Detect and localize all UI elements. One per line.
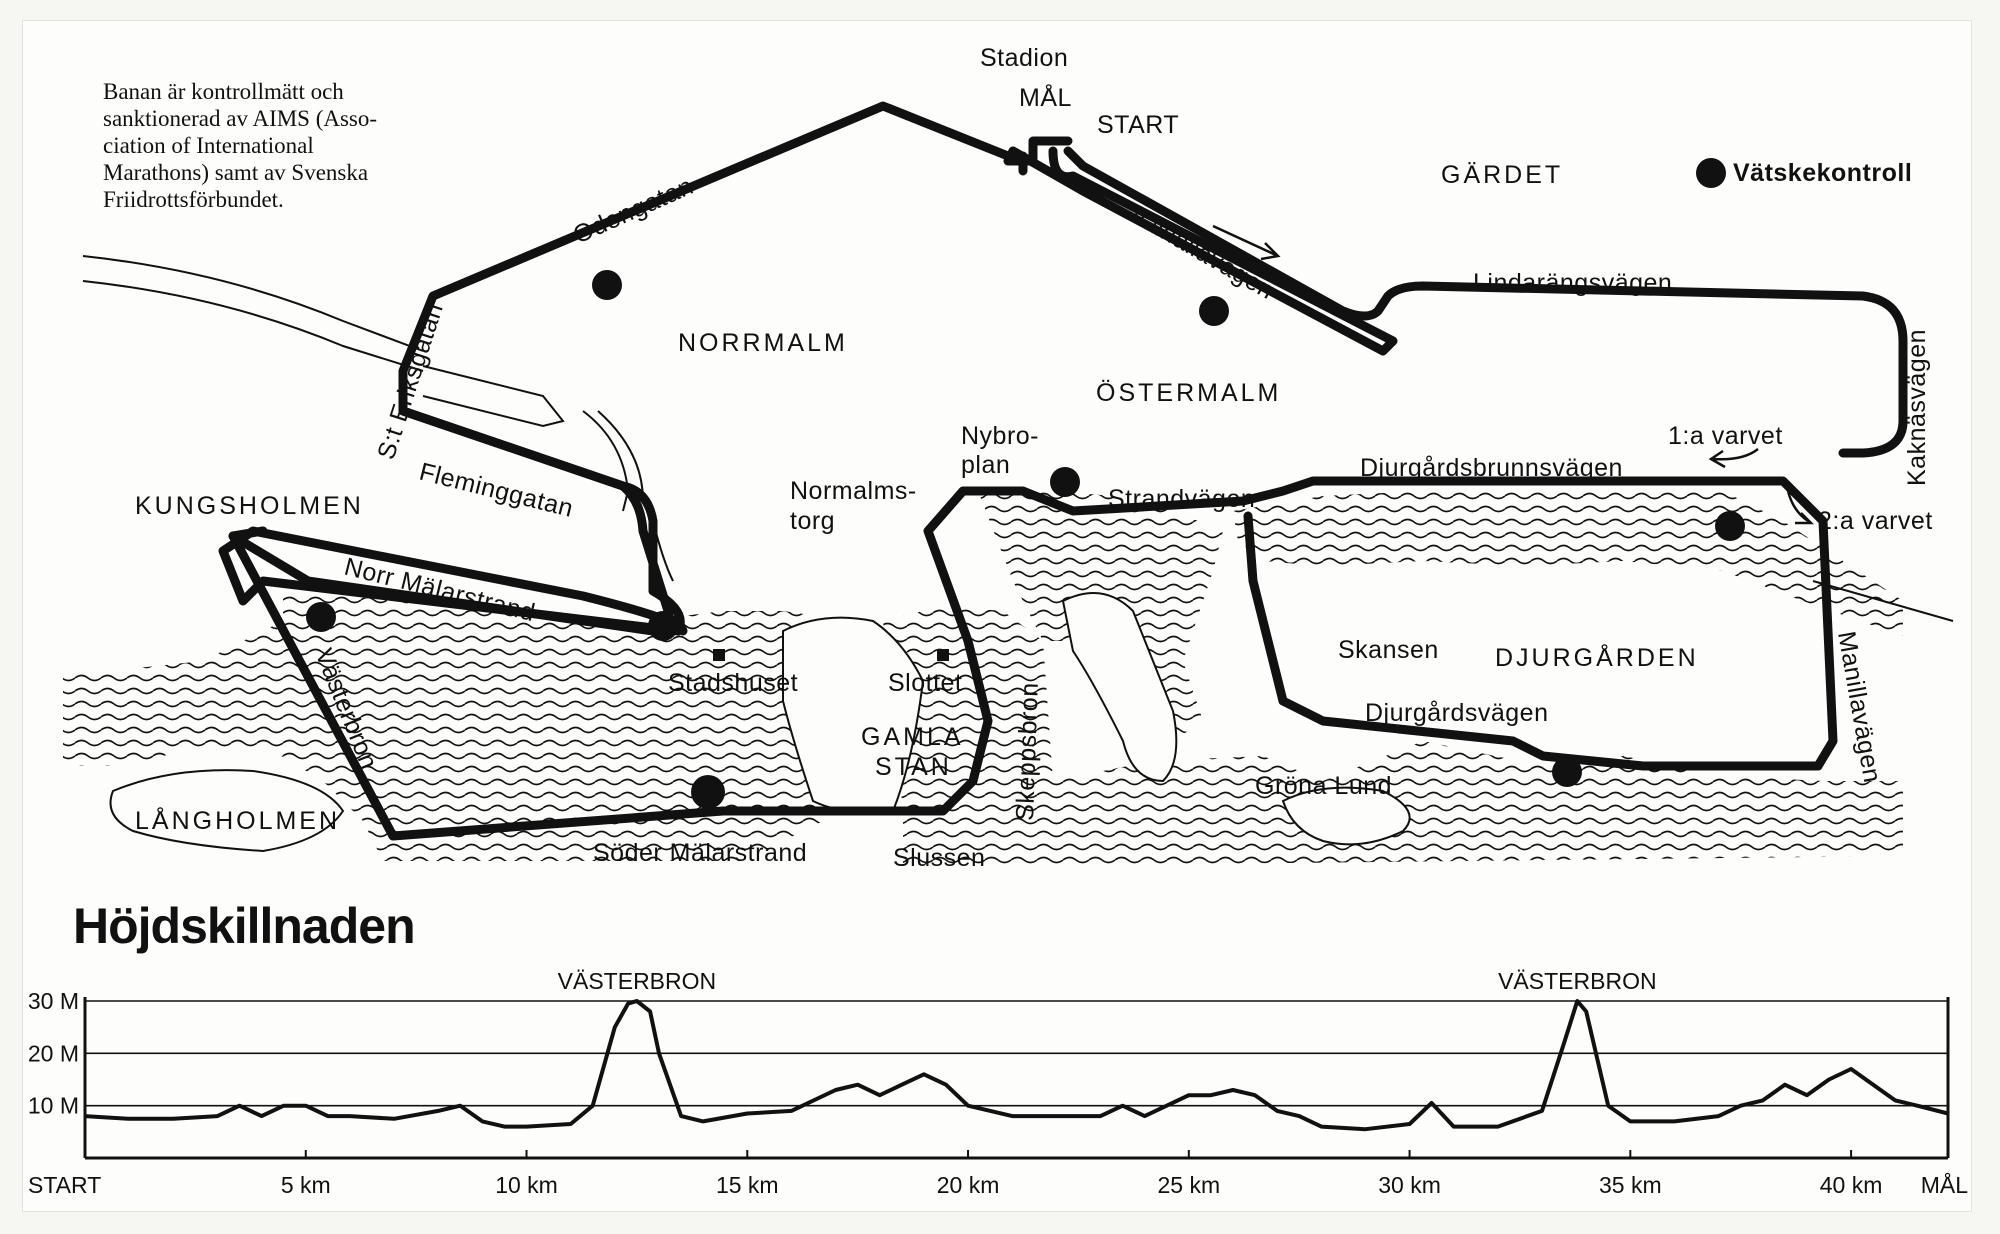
street-lindarangsvagen: Lindarängsvägen [1473, 269, 1672, 297]
y-tick-label: 20 M [28, 1040, 79, 1066]
djurgardsbrunn-water [1233, 486, 1903, 636]
lap1-label: 1:a varvet [1668, 422, 1783, 450]
water-station-icon [306, 602, 336, 632]
note-line: Friidrottsförbundet. [103, 187, 284, 212]
route-north-loop [1063, 146, 1908, 458]
street-sodermalarstrand: Söder Mälarstrand [593, 839, 807, 867]
route-map: Banan är kontrollmätt och sanktionerad a… [28, 44, 1968, 1198]
water-station-icon [1552, 757, 1582, 787]
street-slottet: Slottet [888, 669, 962, 697]
street-slussen: Slussen [893, 844, 985, 872]
note-line: Marathons) samt av Svenska [103, 160, 368, 185]
area-norrmalm: NORRMALM [678, 329, 848, 357]
note-text: Banan är kontrollmätt och sanktionerad a… [103, 79, 377, 212]
street-gronalund: Gröna Lund [1255, 772, 1392, 800]
street-skeppsbron: Skeppsbron [1011, 682, 1044, 821]
street-stadshuset: Stadshuset [668, 669, 798, 697]
water-station-icon [1199, 296, 1229, 326]
x-tick-label: 25 km [1157, 1172, 1220, 1198]
chart-annotations: VÄSTERBRON VÄSTERBRON [558, 968, 1657, 994]
x-tick-label: 40 km [1820, 1172, 1883, 1198]
arrow-varv2 [1786, 490, 1815, 525]
x-tick-label: 5 km [281, 1172, 331, 1198]
y-axis: 10 M 20 M 30 M [28, 988, 79, 1119]
water-station-icon [648, 611, 678, 641]
street-norrm2: torg [790, 507, 835, 535]
start-label: START [1097, 111, 1179, 139]
note-line: ciation of International [103, 133, 314, 158]
chart-grid [83, 997, 1950, 1160]
water-station-icon [592, 270, 622, 300]
street-nybro1: Nybro- [961, 422, 1039, 450]
direction-arrows [1212, 224, 1815, 525]
note-line: sanktionerad av AIMS (Asso- [103, 106, 377, 131]
arrow-varv1 [1708, 447, 1759, 469]
lap2-label: 2:a varvet [1818, 507, 1933, 535]
x-tick-label: START [28, 1172, 101, 1198]
street-nybro2: plan [961, 451, 1010, 479]
street-skansen: Skansen [1338, 636, 1439, 664]
street-norrm1: Normalms- [790, 477, 917, 505]
street-strandvagen: Strandvägen [1108, 485, 1255, 513]
legend-dot-icon [1696, 158, 1726, 188]
saltsjon-water [883, 606, 1903, 866]
annotation-label: VÄSTERBRON [1498, 968, 1656, 994]
finish-label: MÅL [1019, 82, 1072, 112]
street-fleminggatan: Fleminggatan [417, 458, 577, 523]
x-tick-label: 35 km [1599, 1172, 1662, 1198]
water-station-icon [1715, 511, 1745, 541]
gamla-stan-land [782, 616, 925, 814]
water-stations [306, 158, 1745, 809]
kastellholmen-land [1061, 592, 1178, 783]
street-manillavagen: Manillavägen [1832, 629, 1886, 785]
y-tick-label: 10 M [28, 1093, 79, 1119]
legend-label: Vätskekontroll [1733, 159, 1912, 187]
water-station-icon [691, 775, 725, 809]
chart-title: Höjdskillnaden [73, 898, 415, 954]
area-ostermalm: ÖSTERMALM [1096, 379, 1281, 407]
area-kungsholmen: KUNGSHOLMEN [135, 492, 364, 520]
annotation-label: VÄSTERBRON [558, 968, 716, 994]
x-tick-label: MÅL [1921, 1171, 1969, 1198]
area-gardet: GÄRDET [1441, 161, 1563, 189]
area-djurgarden: DJURGÅRDEN [1495, 642, 1699, 672]
street-djbrunn: Djurgårdsbrunnsvägen [1360, 454, 1623, 482]
elevation-profile: Höjdskillnaden 10 M 20 M 30 M START 5 km 10 … [28, 898, 1968, 1198]
note-line: Banan är kontrollmätt och [103, 79, 344, 104]
land-features [109, 592, 1411, 853]
x-tick-label: 20 km [937, 1172, 1000, 1198]
street-kaknasvagen: Kaknäsvägen [1903, 329, 1931, 486]
street-valhallavagen: Valhallavägen [1125, 200, 1279, 305]
street-sterik: S:t Eriksgatan [372, 300, 449, 463]
area-langholmen: LÅNGHOLMEN [135, 805, 340, 835]
map-card: Banan är kontrollmätt och sanktionerad a… [22, 20, 1972, 1212]
area-gamla: GAMLA [861, 723, 964, 751]
stadshuset-marker [713, 649, 725, 661]
street-odengatan: Odengatan [569, 172, 698, 250]
x-tick-label: 10 km [495, 1172, 558, 1198]
gronalund-land [1281, 786, 1411, 846]
stadion-label: Stadion [980, 44, 1068, 72]
water-station-icon [1050, 467, 1080, 497]
street-djvagen: Djurgårdsvägen [1365, 699, 1549, 727]
elevation-line [84, 999, 1949, 1132]
langholmen-island [109, 769, 345, 853]
area-stan: STAN [875, 753, 952, 781]
x-axis: START 5 km 10 km 15 km 20 km 25 km 30 km 35 km 4… [28, 1150, 1968, 1198]
route-kungsholmen [228, 476, 1838, 841]
arrow-valhallavagen [1212, 224, 1281, 261]
slottet-marker [937, 649, 949, 661]
y-tick-label: 30 M [28, 988, 79, 1014]
x-tick-label: 15 km [716, 1172, 779, 1198]
x-tick-label: 30 km [1378, 1172, 1441, 1198]
